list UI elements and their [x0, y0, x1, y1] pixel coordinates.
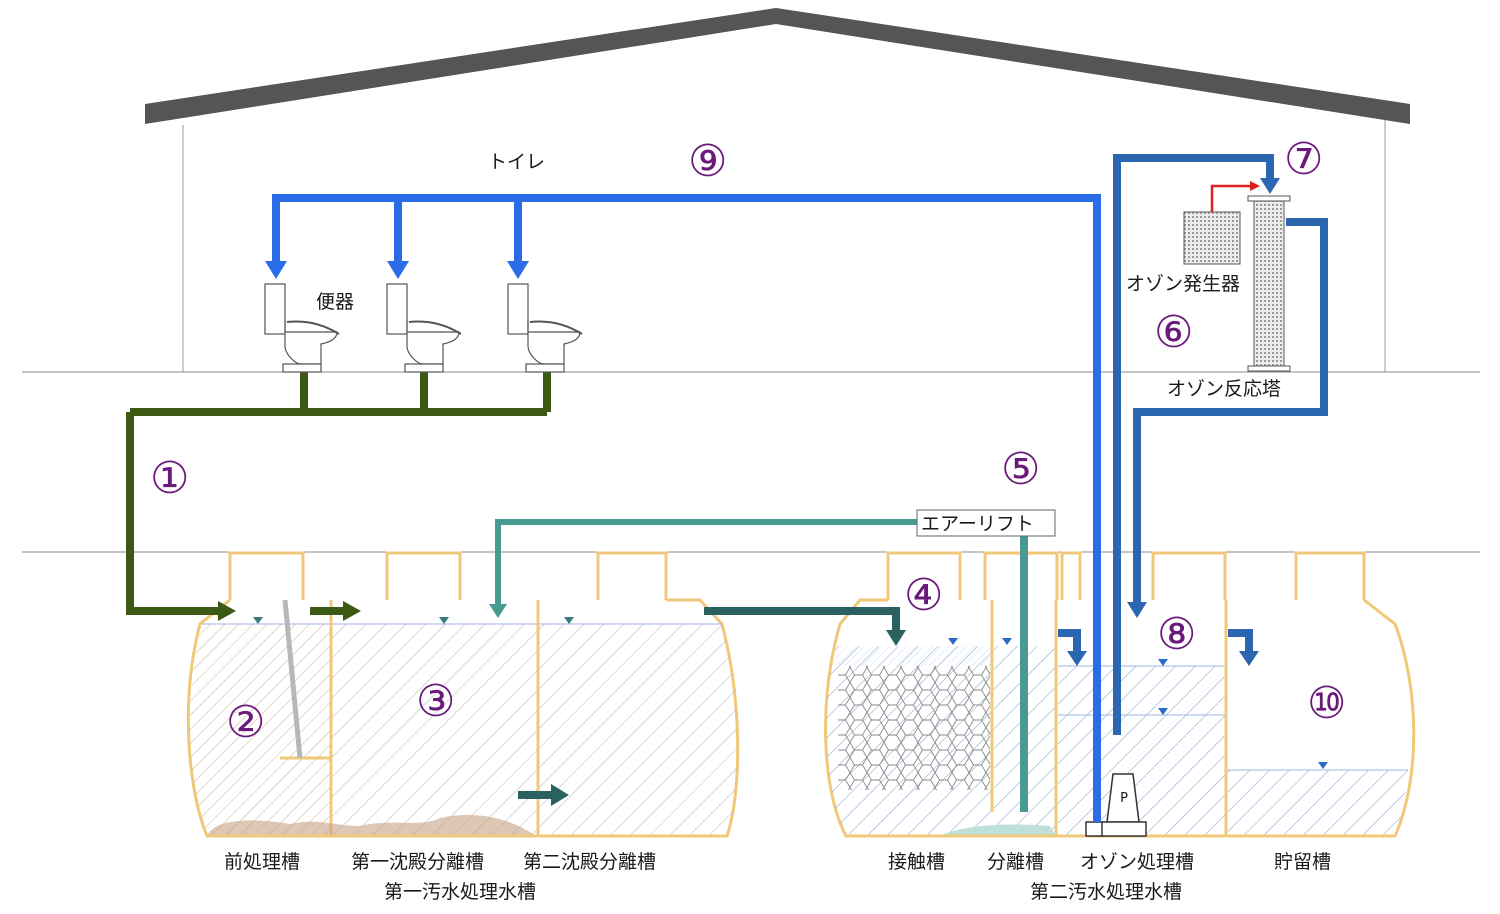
storage-fill: [1228, 770, 1408, 836]
first-tank: [186, 551, 740, 838]
ozone-tower: [1253, 199, 1285, 367]
ozone-feed-pipe: [1113, 154, 1274, 735]
label-contact: 接触槽: [888, 851, 945, 873]
number-2: ②: [226, 697, 265, 748]
number-8: ⑧: [1157, 609, 1196, 660]
airlift-label: エアーリフト: [921, 513, 1034, 535]
sludge: [207, 814, 536, 836]
label-first-settling: 第一沈殿分離槽: [351, 851, 484, 873]
ozone-chamber-fill: [1058, 666, 1226, 836]
number-3: ③: [416, 676, 455, 727]
number-4: ④: [904, 570, 943, 621]
contact-media: [838, 666, 990, 790]
label-pretreatment: 前処理槽: [224, 851, 300, 873]
transfer-pipe: [704, 607, 900, 632]
label-second-settling: 第二沈殿分離槽: [523, 851, 656, 873]
label-second-tank: 第二汚水処理水槽: [1030, 881, 1182, 903]
number-10: ⑩: [1307, 678, 1346, 729]
toilet-1: [264, 283, 340, 373]
number-5: ⑤: [1001, 444, 1040, 495]
ozone-generator: [1183, 211, 1241, 265]
pump-label: P: [1120, 791, 1128, 806]
ozone-generator-label: オゾン発生器: [1126, 273, 1240, 295]
first-settling-fill: [332, 624, 538, 836]
number-1: ①: [150, 453, 189, 504]
ozone-tower-label: オゾン反応塔: [1167, 378, 1281, 400]
drain-arrow: [218, 601, 236, 621]
airlift-box: [916, 509, 1056, 537]
number-9: ⑨: [688, 136, 727, 187]
toilet-2: [386, 283, 462, 373]
ozone-return-pipe: [1133, 218, 1328, 604]
label-ozone-treatment: オゾン処理槽: [1080, 851, 1194, 873]
number-7: ⑦: [1284, 134, 1323, 185]
toilet-3: [507, 283, 583, 373]
toilet-label: 便器: [316, 291, 354, 313]
ozone-supply-line: [1210, 184, 1252, 212]
label-first-tank: 第一汚水処理水槽: [384, 881, 536, 903]
roof: [145, 8, 1410, 124]
pretreatment-fill: [189, 624, 331, 836]
drain-pipe: [126, 372, 551, 615]
number-6: ⑥: [1154, 307, 1193, 358]
label-storage: 貯留槽: [1274, 851, 1331, 873]
airlift-pipe: [495, 519, 1024, 604]
screen-pipe: [282, 599, 303, 759]
supply-pipe: [272, 194, 1101, 822]
second-settling-fill: [539, 624, 738, 836]
label-separation: 分離槽: [987, 851, 1044, 873]
room-label-toilet: トイレ: [488, 151, 545, 173]
drain-arrow-2: [343, 601, 361, 621]
